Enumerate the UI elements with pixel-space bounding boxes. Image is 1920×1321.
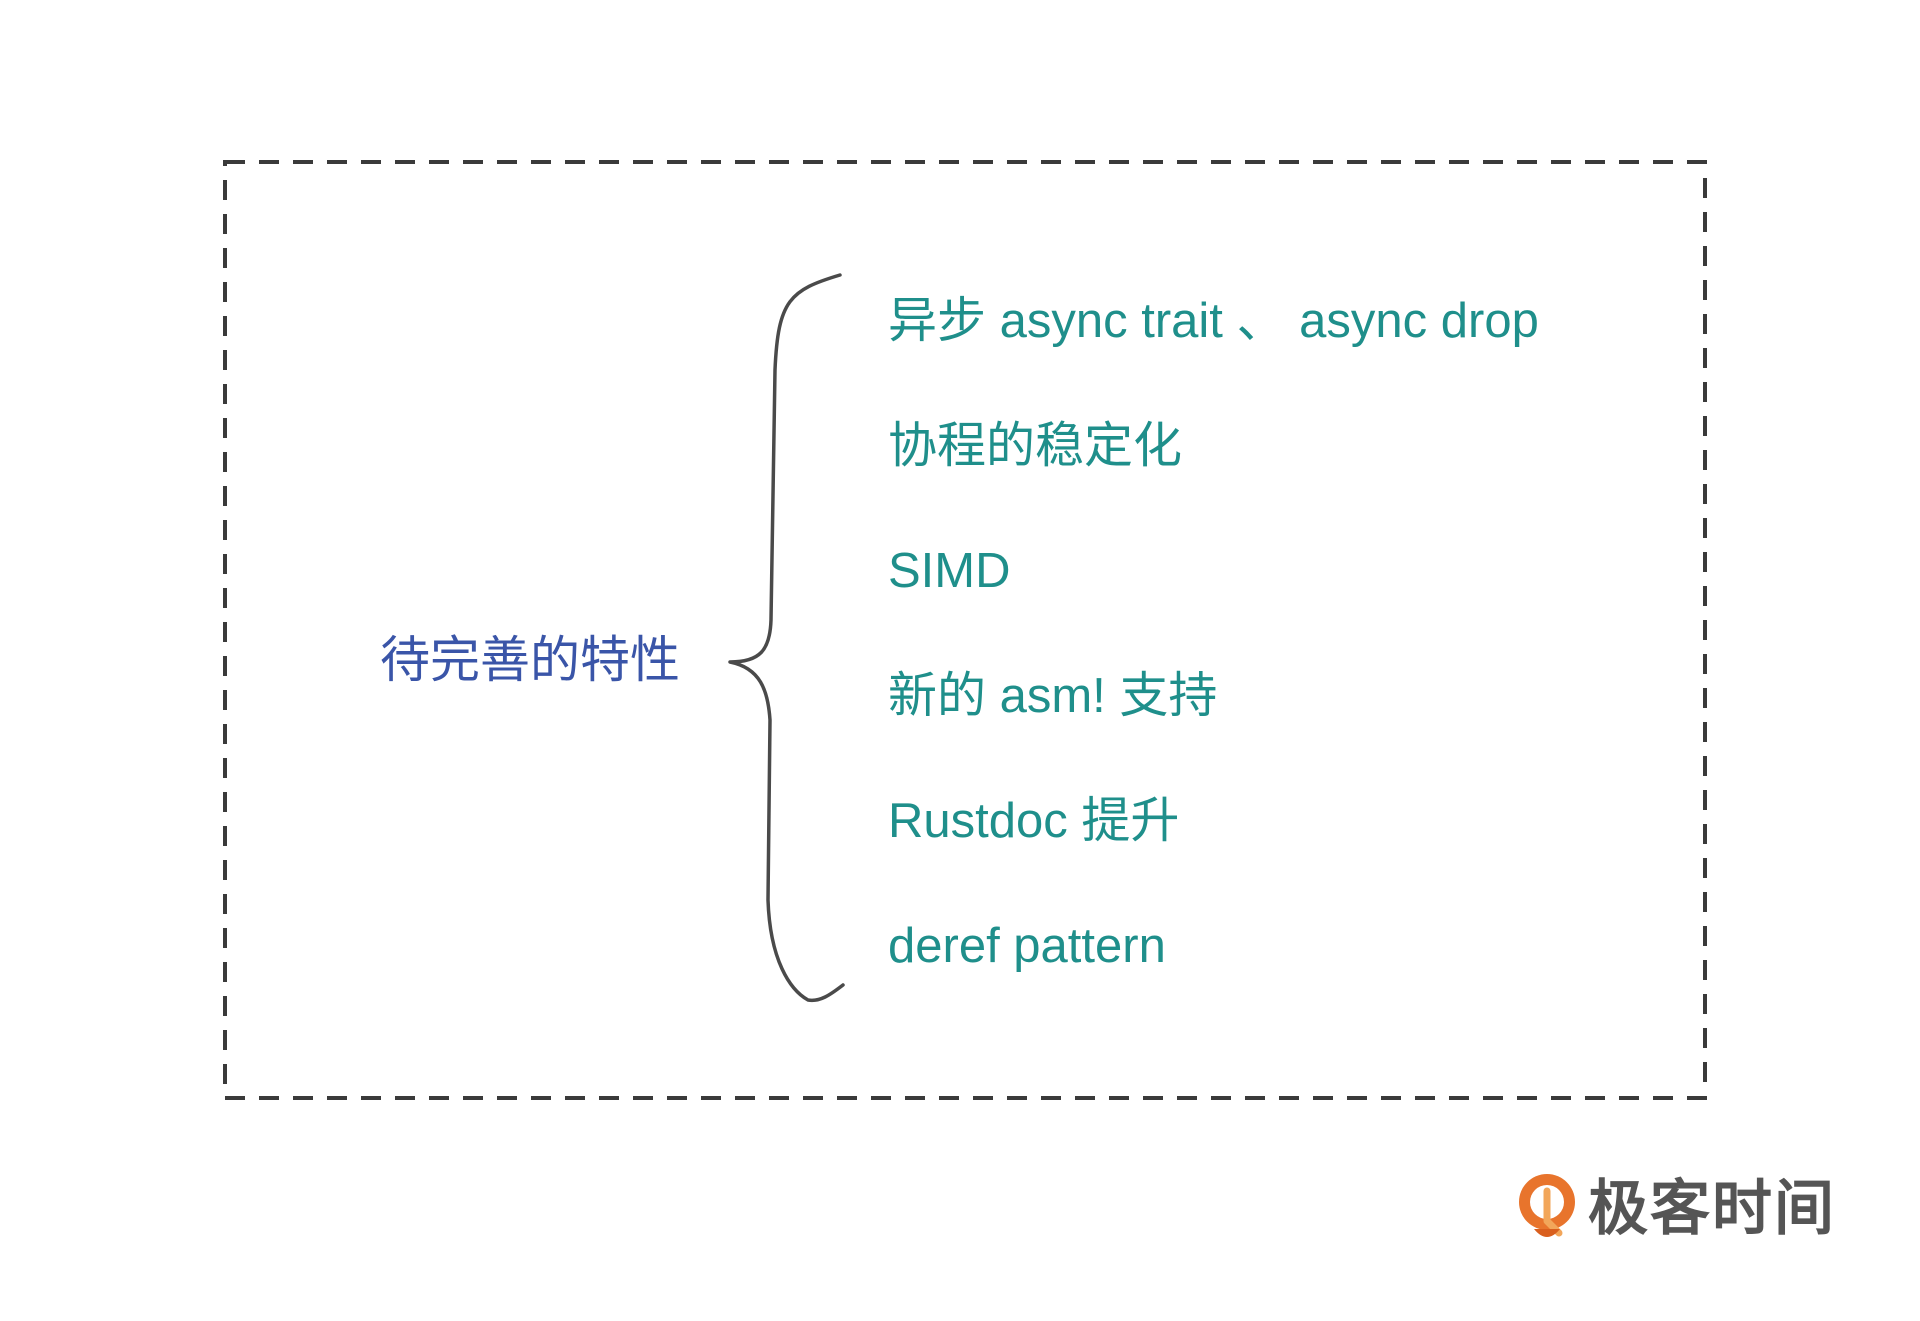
brand-logo: 极客时间 <box>1514 1169 1836 1249</box>
branch-item: 异步 async trait 、 async drop <box>888 294 1539 348</box>
branch-item: Rustdoc 提升 <box>888 794 1180 848</box>
dashed-frame <box>223 160 1707 1100</box>
geektime-logo-icon <box>1519 1174 1575 1237</box>
root-node-label: 待完善的特性 <box>380 632 680 688</box>
logo-text: 极客时间 <box>1588 1175 1836 1242</box>
branch-item: 新的 asm! 支持 <box>888 669 1218 723</box>
branch-item: 协程的稳定化 <box>888 419 1183 473</box>
branch-item: SIMD <box>888 544 1011 598</box>
curly-brace <box>728 273 845 1003</box>
branch-item: deref pattern <box>888 919 1166 973</box>
